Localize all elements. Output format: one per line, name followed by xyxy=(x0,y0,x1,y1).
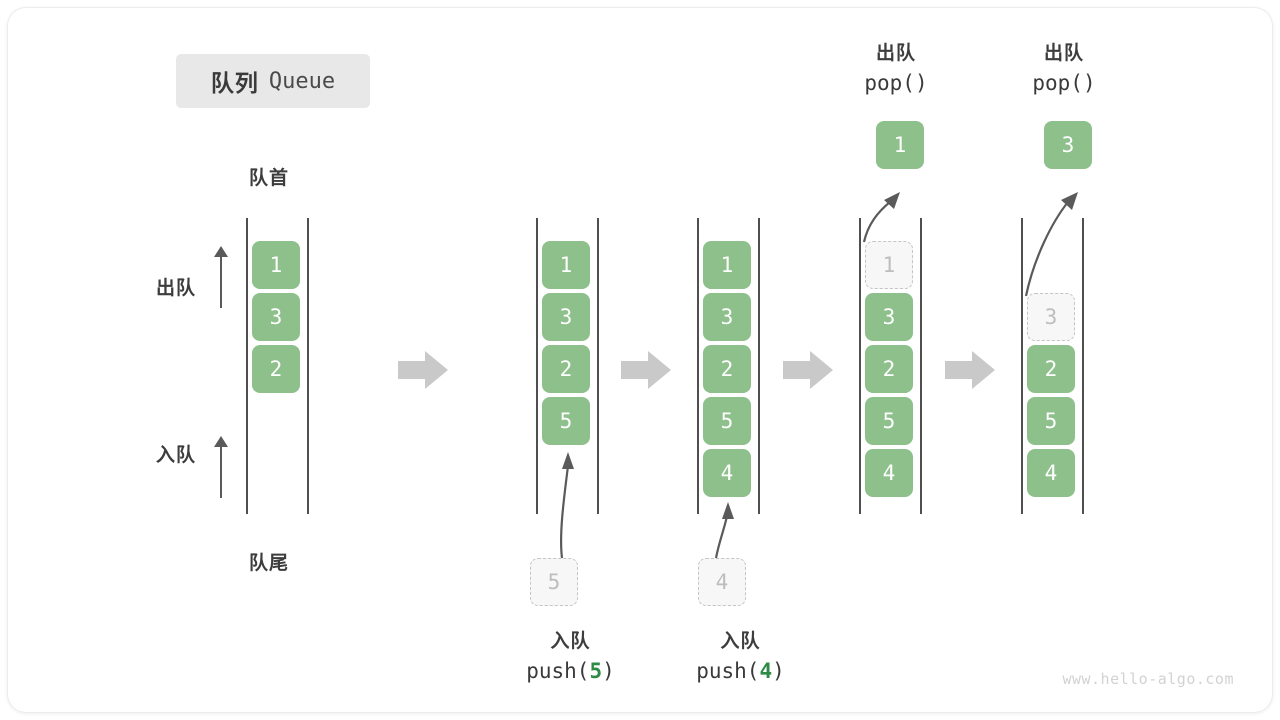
pending-push-cell: 5 xyxy=(530,558,578,606)
site-watermark: www.hello-algo.com xyxy=(1062,670,1234,688)
step-arrow-icon xyxy=(398,351,448,389)
pop-caption-cn: 出队 xyxy=(1043,43,1084,64)
rail-left xyxy=(697,218,699,514)
pop-caption-code: pop() xyxy=(1032,71,1096,95)
rail-right xyxy=(307,218,309,514)
step-arrow-icon xyxy=(621,351,671,389)
push-motion-arrow-icon xyxy=(559,452,574,559)
queue-cell: 1 xyxy=(703,241,751,289)
queue-cell: 2 xyxy=(865,345,913,393)
rail-right xyxy=(597,218,599,514)
queue-cell: 3 xyxy=(703,293,751,341)
queue-cell-new: 5 xyxy=(542,397,590,445)
queue-cell: 2 xyxy=(252,345,300,393)
enqueue-arrow-icon xyxy=(214,436,228,498)
vacated-cell: 3 xyxy=(1027,293,1075,341)
push-4-caption: 入队 push(4) xyxy=(633,626,848,683)
step-arrow-icon xyxy=(783,351,833,389)
title-english: Queue xyxy=(268,68,336,94)
queue-cell: 4 xyxy=(865,449,913,497)
queue-cell: 2 xyxy=(1027,345,1075,393)
diagram-title-badge: 队列 Queue xyxy=(176,54,370,108)
push-caption-cn: 入队 xyxy=(720,631,761,652)
queue-cell: 1 xyxy=(252,241,300,289)
queue-cell: 2 xyxy=(542,345,590,393)
enqueue-direction-label: 入队 xyxy=(156,445,197,466)
dequeue-arrow-icon xyxy=(214,246,228,308)
rail-right xyxy=(1082,218,1084,514)
queue-cell: 2 xyxy=(703,345,751,393)
rail-left xyxy=(246,218,248,514)
diagram-card: 队列 Queue 队首 队尾 出队 入队 1 3 2 xyxy=(8,8,1272,712)
queue-cell: 1 xyxy=(542,241,590,289)
push-5-caption: 入队 push(5) xyxy=(463,626,678,683)
queue-cell: 5 xyxy=(703,397,751,445)
pop-3-caption: 出队 pop() xyxy=(984,38,1144,95)
dequeue-direction-label: 出队 xyxy=(156,278,197,299)
pop-motion-arrow-icon xyxy=(862,192,900,243)
rail-left xyxy=(859,218,861,514)
pop-1-caption: 出队 pop() xyxy=(816,38,976,95)
queue-cell: 5 xyxy=(865,397,913,445)
pop-motion-arrow-icon xyxy=(1024,192,1078,297)
push-caption-code: push(4) xyxy=(696,659,785,683)
push-caption-code: push(5) xyxy=(526,659,615,683)
pop-caption-code: pop() xyxy=(864,71,928,95)
pending-push-cell: 4 xyxy=(698,558,746,606)
queue-cell: 5 xyxy=(1027,397,1075,445)
queue-tail-label: 队尾 xyxy=(249,553,290,574)
pop-caption-cn: 出队 xyxy=(875,43,916,64)
queue-head-label: 队首 xyxy=(249,168,290,189)
push-motion-arrow-icon xyxy=(714,502,734,559)
queue-cell-new: 4 xyxy=(703,449,751,497)
queue-cell: 4 xyxy=(1027,449,1075,497)
popped-cell: 1 xyxy=(876,121,924,169)
step-arrow-icon xyxy=(945,351,995,389)
rail-right xyxy=(758,218,760,514)
queue-cell: 3 xyxy=(865,293,913,341)
title-chinese: 队列 xyxy=(210,70,259,96)
queue-cell: 3 xyxy=(542,293,590,341)
push-caption-cn: 入队 xyxy=(550,631,591,652)
vacated-cell: 1 xyxy=(865,241,913,289)
rail-left xyxy=(536,218,538,514)
rail-left xyxy=(1021,218,1023,514)
rail-right xyxy=(920,218,922,514)
popped-cell: 3 xyxy=(1044,121,1092,169)
queue-cell: 3 xyxy=(252,293,300,341)
